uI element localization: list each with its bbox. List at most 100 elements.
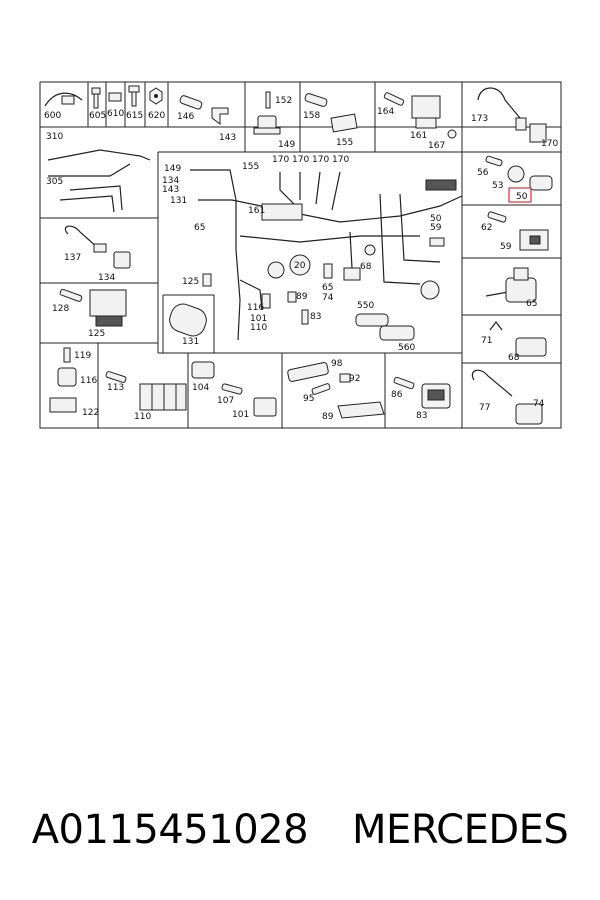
part-68-connector [515,337,547,357]
harness-connector-end [425,179,457,191]
part-146-plug [179,95,203,110]
label-113: 113 [107,383,124,393]
label-170-b: 170 [292,155,309,165]
round-multi-pin-plug [420,280,440,300]
label-149-top: 149 [278,140,295,150]
part-74-socket [343,267,361,281]
brand-name: MERCEDES [352,807,569,853]
part-107-pin [221,383,243,395]
part-65-plug [323,263,333,279]
label-83-main: 83 [310,312,321,322]
label-170-d: 170 [332,155,349,165]
label-92: 92 [349,374,360,384]
label-550: 550 [357,301,374,311]
label-77: 77 [479,403,490,413]
part-119-pin [63,347,71,363]
label-305: 305 [46,177,63,187]
part-83-connector [421,383,451,409]
part-50-connector-highlighted[interactable] [508,175,553,203]
part-620-nut [149,87,163,105]
label-65-main: 65 [194,223,205,233]
label-134-main: 134 [162,176,179,186]
part-95-pin [311,383,331,395]
part-110-block [139,383,187,411]
label-131-grommet: 131 [182,337,199,347]
part-125-clip [202,273,212,287]
part-77-lead [471,369,513,397]
part-labels: 600 605 610 615 620 146 143 152 149 158 … [44,96,558,422]
part-128-pin [59,288,83,302]
part-89-strip [337,401,385,419]
label-86: 86 [391,390,403,400]
part-number: A0115451028 [31,807,309,853]
label-161-main: 161 [248,206,265,216]
label-59-main: 59 [430,223,442,233]
part-68-plug [364,244,376,256]
label-107: 107 [217,396,234,406]
label-170-c: 170 [312,155,329,165]
label-134-left: 134 [98,273,115,283]
part-137-plug-lead [64,225,107,253]
label-146: 146 [177,112,194,122]
label-600: 600 [44,111,61,121]
label-143-main: 143 [162,185,179,195]
label-83-bottom: 83 [416,411,427,421]
part-143-bracket [211,107,229,125]
label-161-top: 161 [410,131,427,141]
part-101-housing [253,397,277,417]
label-137: 137 [64,253,81,263]
label-170-a: 170 [272,155,289,165]
label-116-left: 116 [80,376,97,386]
part-56-pin [485,155,503,167]
part-92-bolt [339,373,351,383]
label-98: 98 [331,359,343,369]
label-104: 104 [192,383,209,393]
label-143-top: 143 [219,133,236,143]
label-74-main: 74 [322,293,334,303]
label-170-top: 170 [541,139,558,149]
part-83-plug [301,309,309,325]
part-74-connector [515,403,543,425]
label-89-bottom: 89 [322,412,334,422]
part-113-pin [105,371,127,383]
label-119: 119 [74,351,91,361]
label-149-main: 149 [164,164,181,174]
label-128: 128 [52,304,69,314]
part-65-connector [485,267,537,303]
label-605: 605 [89,111,106,121]
part-104-clip [191,361,215,379]
part-550-560-connectors [355,313,415,341]
label-71: 71 [481,336,492,346]
part-62-pin [487,211,507,223]
label-125-left: 125 [88,329,105,339]
part-610-nut [108,92,122,102]
part-59-housing [519,229,549,251]
part-310-305-harness [47,149,151,213]
label-164: 164 [377,107,394,117]
part-86-pin [393,376,415,390]
label-101-main: 101 [250,314,267,324]
label-65-right: 65 [526,299,537,309]
label-20: 20 [294,261,306,271]
label-89-main: 89 [296,292,308,302]
label-95: 95 [303,394,314,404]
part-71-pin [489,321,503,331]
label-122: 122 [82,408,99,418]
part-134-connector [113,251,131,269]
label-615: 615 [126,111,143,121]
label-59-right: 59 [500,242,512,252]
label-155-main: 155 [242,162,259,172]
label-152: 152 [275,96,292,106]
part-600-cable-tie [44,92,83,107]
label-65-lower: 65 [322,283,333,293]
label-173: 173 [471,114,488,124]
label-68-main: 68 [360,262,372,272]
part-89-plug [287,291,297,303]
part-615-screw [128,85,140,107]
part-164-pin [383,92,405,106]
label-56: 56 [477,168,489,178]
round-connector [267,261,285,279]
part-149-connector [253,115,281,135]
label-62: 62 [481,223,492,233]
